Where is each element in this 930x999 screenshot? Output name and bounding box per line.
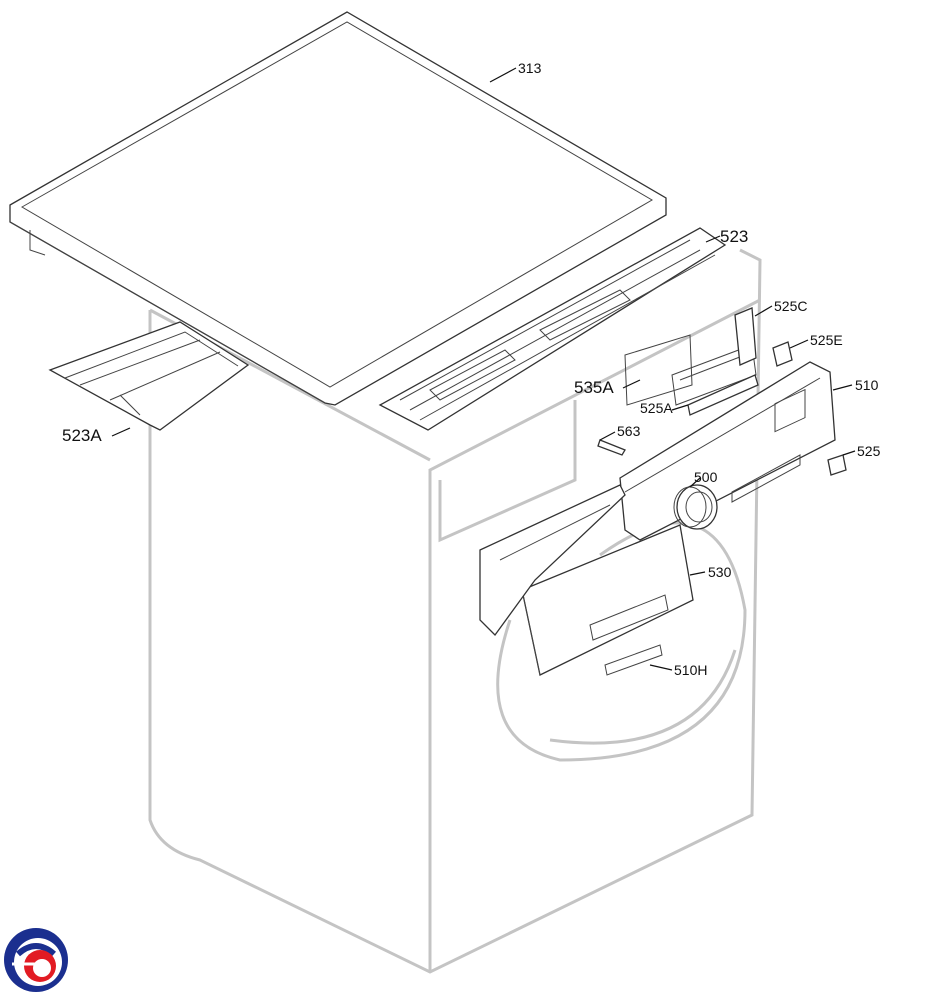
label-523A: 523A bbox=[62, 426, 102, 445]
label-510H: 510H bbox=[674, 662, 707, 678]
logo-red-center bbox=[33, 959, 51, 977]
label-500: 500 bbox=[694, 469, 718, 485]
part-563-spring bbox=[597, 439, 626, 456]
part-labels: 313 523 523A 525C 525E 535A 525A 510 563… bbox=[62, 60, 881, 678]
part-525C-bracket bbox=[734, 307, 757, 366]
part-530-dispenser-drawer bbox=[479, 484, 694, 676]
part-523A-side-rail bbox=[48, 321, 250, 431]
label-525A: 525A bbox=[640, 400, 673, 416]
part-313-top-lid bbox=[9, 11, 667, 406]
part-523-rear-rail bbox=[378, 227, 727, 431]
logo-blue-arc bbox=[16, 943, 56, 957]
part-510-control-panel bbox=[619, 361, 836, 541]
part-525E-button bbox=[772, 341, 793, 367]
label-525E: 525E bbox=[810, 332, 843, 348]
label-530: 530 bbox=[708, 564, 732, 580]
label-525C: 525C bbox=[774, 298, 807, 314]
part-525A-button-strip bbox=[687, 374, 759, 416]
label-510: 510 bbox=[855, 377, 879, 393]
label-535A: 535A bbox=[574, 378, 614, 397]
label-313: 313 bbox=[518, 60, 542, 76]
label-523: 523 bbox=[720, 227, 748, 246]
label-563: 563 bbox=[617, 423, 641, 439]
label-525: 525 bbox=[857, 443, 881, 459]
leader-lines bbox=[111, 67, 856, 671]
part-535A-electronics bbox=[624, 334, 757, 406]
company-logo bbox=[4, 928, 68, 992]
part-525-clip bbox=[827, 454, 847, 476]
part-500-knob bbox=[673, 484, 718, 530]
